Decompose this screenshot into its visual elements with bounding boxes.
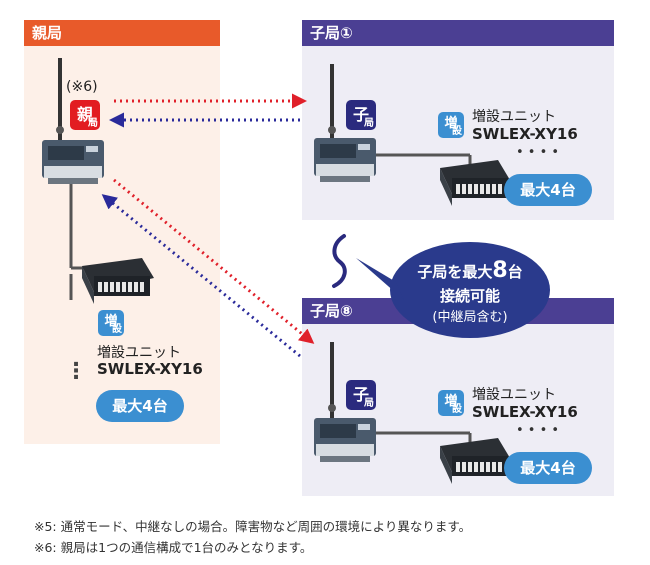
master-tag-main: 親 <box>76 105 93 124</box>
signal-arrow-to-slave8 <box>113 178 315 344</box>
slave8-expansion-unit <box>440 438 510 484</box>
bubble-line1-num: 8 <box>492 258 508 283</box>
master-unit-label: 増設ユニット <box>97 345 181 361</box>
omission-wave <box>332 234 347 288</box>
master-header: 親局 <box>24 20 220 46</box>
master-note-mark: (※6) <box>66 79 98 95</box>
signal-arrow-from-slave8 <box>101 194 301 358</box>
master-unit-tag: 増設 <box>98 310 124 336</box>
slave1-device <box>314 64 376 182</box>
slave8-dots: • • • • <box>516 423 560 438</box>
slave1-tag-sub: 局 <box>364 118 374 129</box>
slave1-unit-model: SWLEX-XY16 <box>472 125 578 143</box>
master-expansion-unit <box>82 258 154 304</box>
slave8-unit-tag: 増設 <box>438 390 464 416</box>
slave1-unit-tag-sub: 設 <box>452 126 462 137</box>
capacity-bubble-line3: (中継局含む) <box>432 310 508 325</box>
slave8-unit-tag-sub: 設 <box>452 404 462 415</box>
slave8-tag-sub: 局 <box>364 398 374 409</box>
slave8-tag: 子局 <box>346 380 376 410</box>
master-tag: 親局 <box>70 100 100 130</box>
footnote-6: ※6: 親局は1つの通信構成で1台のみとなります。 <box>34 540 313 555</box>
master-ellipsis: ⋮ <box>65 359 87 384</box>
bubble-line1-pre: 子局を最大 <box>417 263 493 281</box>
slave8-unit-tag-main: 増 <box>444 394 458 409</box>
slave1-unit-tag: 増設 <box>438 112 464 138</box>
slave1-tag-main: 子 <box>352 105 369 124</box>
master-unit-model: SWLEX-XY16 <box>97 360 203 378</box>
slave1-tag: 子局 <box>346 100 376 130</box>
slave1-unit-label: 増設ユニット <box>472 109 556 125</box>
slave8-tag-main: 子 <box>352 385 369 404</box>
bubble-line1-post: 台 <box>507 263 523 281</box>
capacity-bubble-line2: 接続可能 <box>439 287 500 305</box>
slave1-expansion-unit <box>440 160 510 206</box>
slave8-max-pill: 最大4台 <box>504 452 592 484</box>
master-panel <box>24 20 220 444</box>
slave8-device <box>314 342 376 462</box>
capacity-bubble-shape <box>356 242 550 338</box>
slave1-unit-tag-main: 増 <box>444 116 458 131</box>
master-tag-sub: 局 <box>88 118 98 129</box>
slave1-dots: • • • • <box>516 145 560 160</box>
slave8-unit-label: 増設ユニット <box>472 387 556 403</box>
slave1-max-pill: 最大4台 <box>504 174 592 206</box>
slave8-unit-model: SWLEX-XY16 <box>472 403 578 421</box>
master-max-pill: 最大4台 <box>96 390 184 422</box>
slave1-header: 子局① <box>302 20 614 46</box>
capacity-bubble-line1: 子局を最大8台 <box>398 258 542 283</box>
master-unit-tag-sub: 設 <box>112 324 122 335</box>
footnote-5: ※5: 通常モード、中継なしの場合。障害物など周囲の環境により異なります。 <box>34 519 472 534</box>
master-unit-tag-main: 増 <box>104 314 118 329</box>
master-device <box>42 58 104 184</box>
